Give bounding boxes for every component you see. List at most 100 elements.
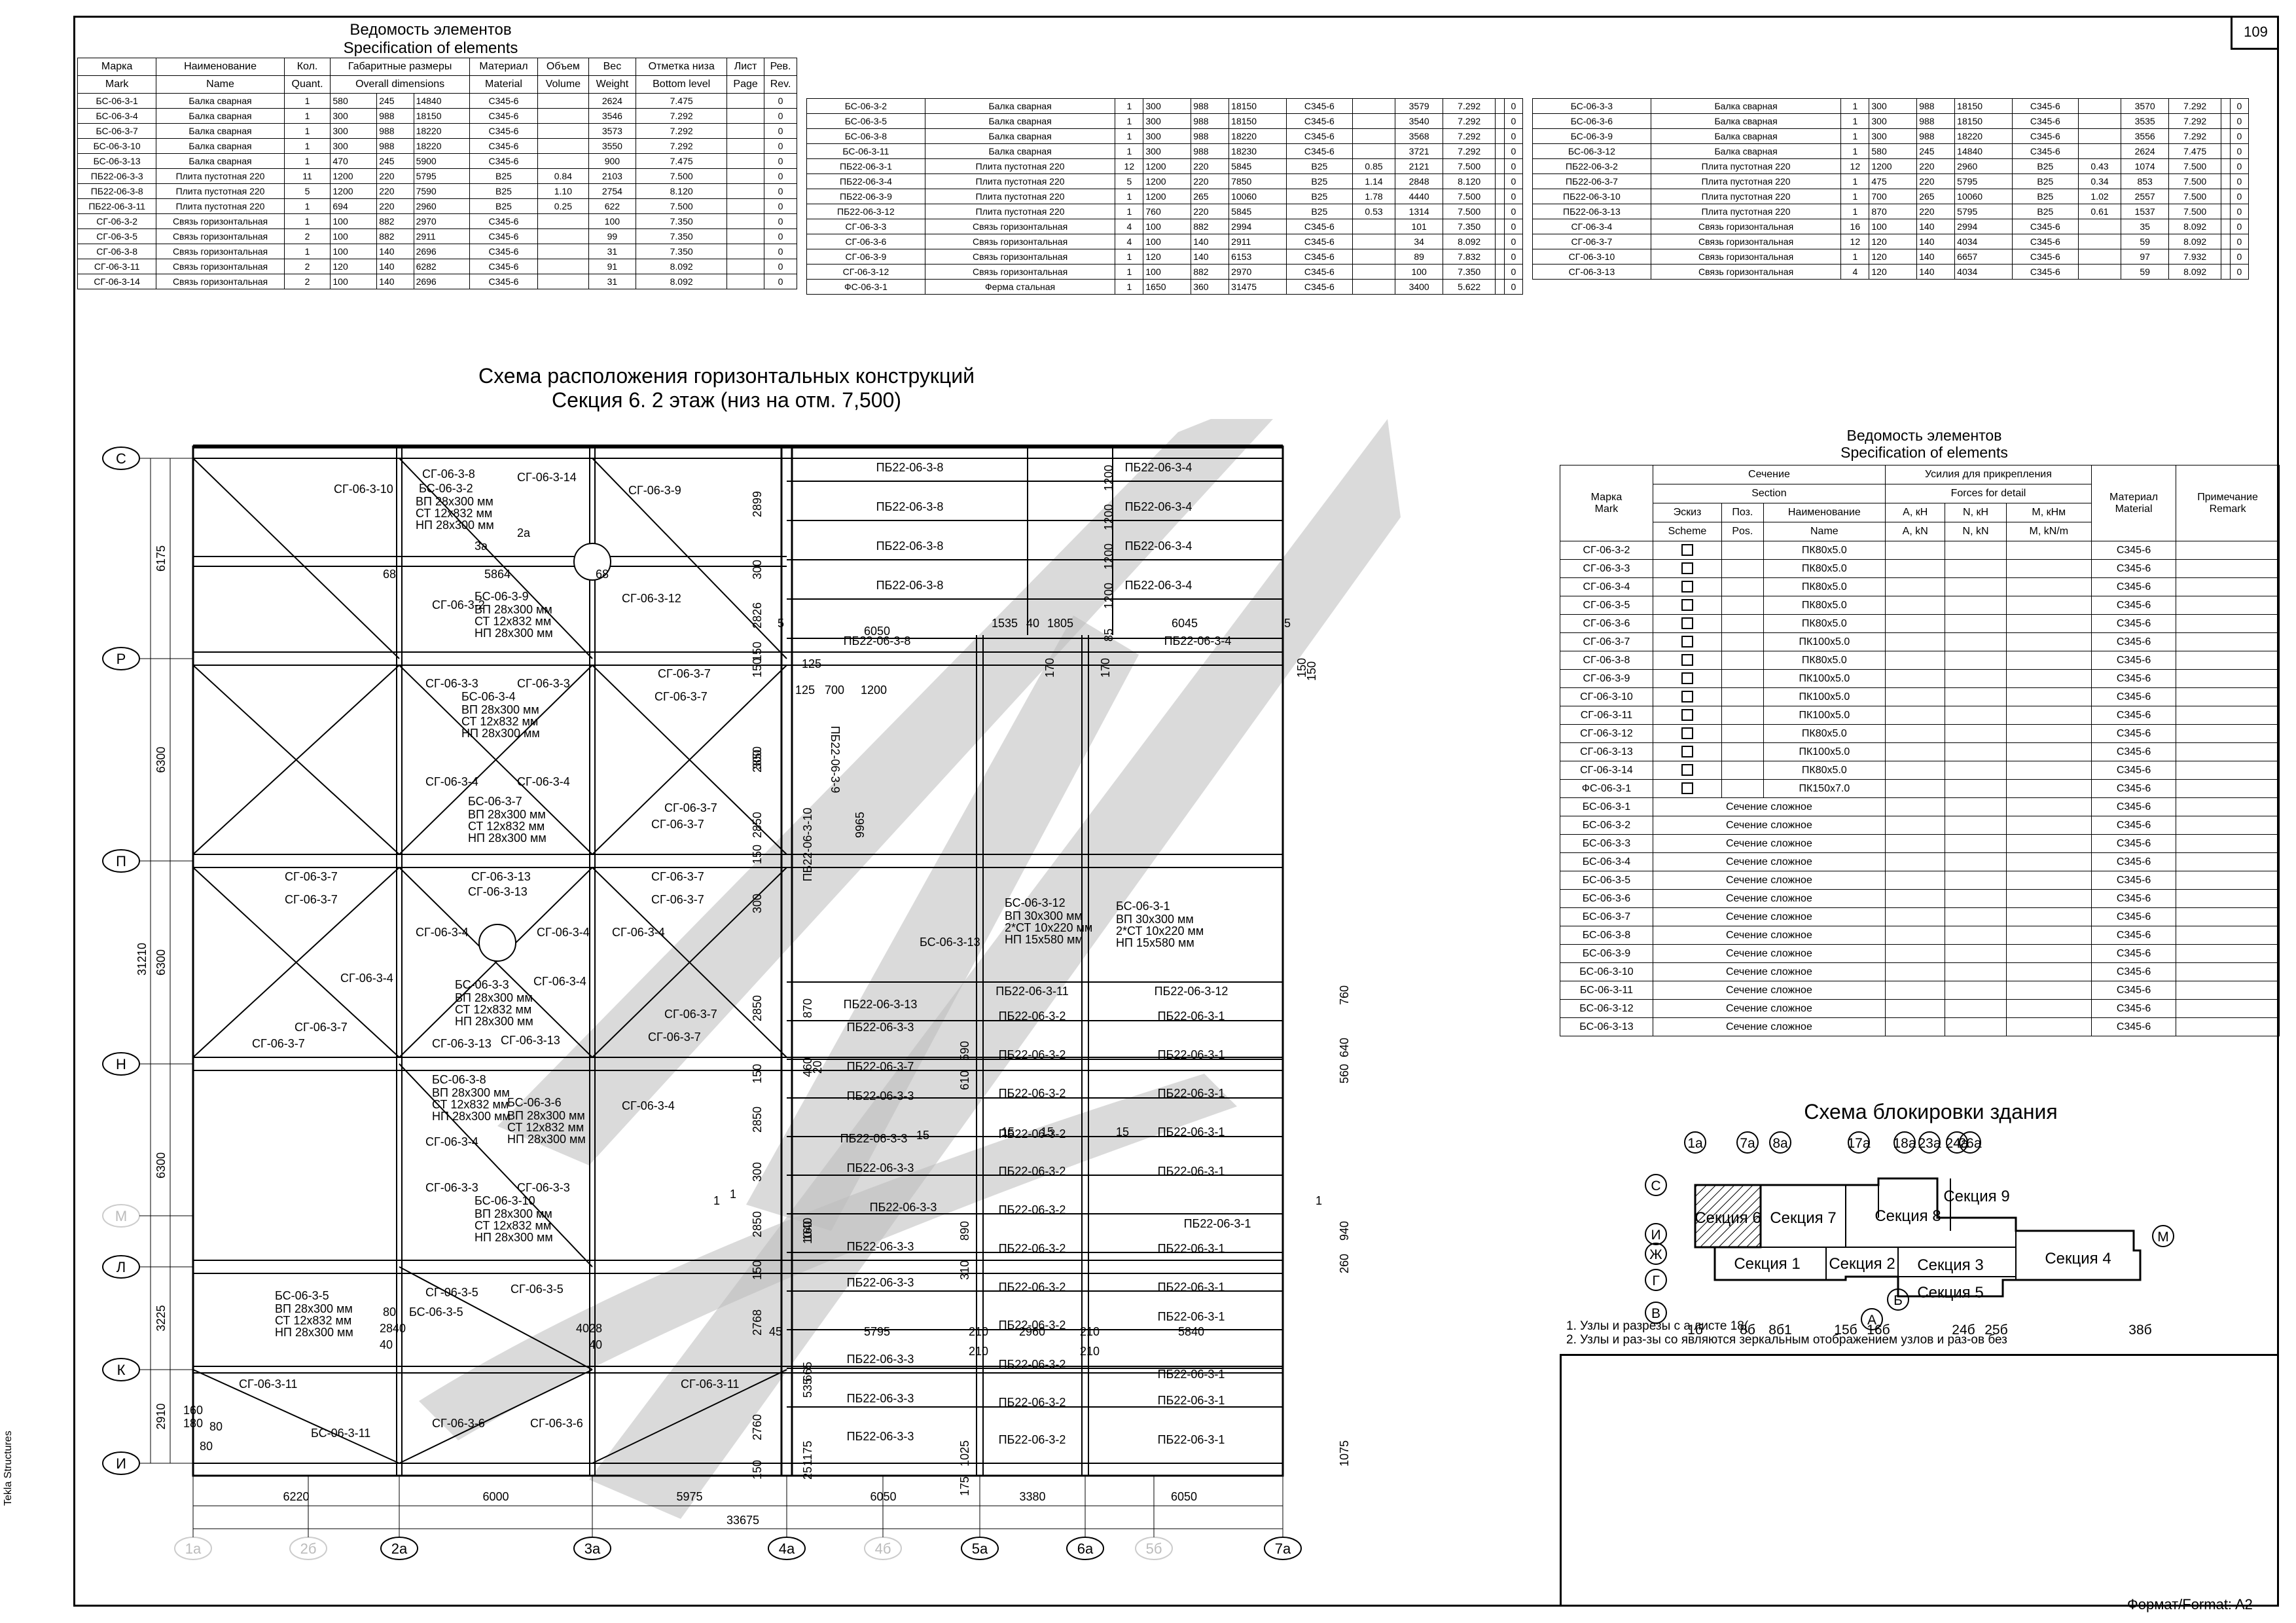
vdim-label: 150 [751,642,764,661]
h-pos-ru: Поз. [1721,503,1764,522]
table-cell: 0 [764,259,797,274]
table-cell: Связь горизонтальная [924,264,1116,280]
spec1-header-0-0: Марка [77,58,157,76]
table-cell: С345-6 [469,153,539,169]
table-cell: 300 [330,138,378,154]
table-cell: 3568 [1395,128,1444,144]
section-label: Секция 1 [1734,1255,1800,1273]
table-cell [1495,204,1505,219]
table-cell: 0 [764,198,797,214]
table-cell [1884,907,1946,926]
table-cell [1352,234,1396,249]
h-scheme-ru: Эскиз [1652,503,1723,522]
table-cell [2005,816,2092,835]
blocking-label: 1а [1687,1136,1703,1151]
table-cell [2005,834,2092,853]
table-cell: С345-6 [2090,1017,2177,1036]
table-cell [1495,264,1505,280]
plan-label: ВП 28х300 мм [468,808,546,821]
table-cell: 59 [2121,264,2170,280]
table-cell [2176,614,2280,633]
vdim-label: 2760 [751,1414,764,1440]
table-cell [2005,1017,2092,1036]
table-cell [726,93,765,109]
table-cell: Связь горизонтальная [924,249,1116,264]
slab-label: ПБ22-06-3-3 [847,1353,914,1366]
table-cell [1495,143,1505,159]
plan-label: НП 28х300 мм [475,1231,553,1244]
plan-label: СГ-06-3-4 [340,972,393,985]
blocking-label: 8а [1772,1136,1788,1151]
brace-line [399,1369,593,1464]
table-cell: B25 [469,183,539,199]
table-cell: 7.500 [636,198,728,214]
table-cell: 265 [1191,189,1230,204]
table-cell: Плита пустотная 220 [924,204,1116,219]
table-cell: ПБ22-06-3-12 [806,204,925,219]
table-cell: 1 [1840,189,1870,204]
plan-label: НП 15х580 мм [1005,933,1083,946]
vdim-label: 1025 [958,1440,971,1467]
table-cell: БС-06-3-2 [806,98,925,114]
table-cell [2005,944,2092,963]
table-cell [1495,249,1505,264]
table-cell: 8.092 [636,259,728,274]
slab-label: ПБ22-06-3-1 [1158,1087,1225,1100]
brace-line [192,867,400,1058]
table-cell: 140 [1916,234,1956,249]
table-cell [2176,761,2280,780]
blocking-label: 1б [1687,1322,1703,1338]
table-cell [2005,669,2092,688]
node-3a-circle [478,924,516,962]
plan-label: 40 [1026,617,1039,630]
table-cell [2221,204,2231,219]
table-cell: B25 [1285,158,1353,174]
blocking-label: 15б [1834,1322,1857,1338]
table-cell: 220 [1191,204,1230,219]
table-cell: Сечение сложное [1652,889,1886,908]
table-cell: B25 [469,198,539,214]
table-cell: СГ-06-3-6 [1560,614,1653,633]
table-cell: С345-6 [2090,706,2177,725]
table-cell: 10060 [1954,189,2013,204]
table-cell [2005,687,2092,706]
vdim-label: 150 [751,845,764,864]
table-cell: С345-6 [1285,98,1353,114]
plan-label: СГ-06-3-7 [651,870,704,883]
row-axis-label: Р [117,651,126,667]
table-cell: 1 [1115,249,1144,264]
plan-label: 125 [795,684,815,697]
table-cell: Связь горизонтальная [156,274,285,289]
table-cell [2221,128,2231,144]
vdim-label: 560 [1338,1064,1351,1084]
table-cell: ПК100х5.0 [1763,742,1886,761]
table-cell: ПК80х5.0 [1763,577,1886,596]
table-cell: С345-6 [2090,981,2177,1000]
table-cell: 1 [283,198,331,214]
blocking-label: 7а [1740,1136,1755,1151]
vdim-label: 1200 [1102,543,1115,570]
vdim-label: 175 [958,1476,971,1496]
table-cell: 91 [588,259,637,274]
table-cell: С345-6 [469,228,539,244]
brace-line [192,1369,400,1464]
h-name-ru: Наименование [1763,503,1886,522]
spec1-title: Ведомость элементов Specification of ele… [300,21,562,57]
spec1-header-1-1: Name [156,75,285,94]
table-cell [2005,541,2092,560]
table-cell [2221,219,2231,234]
table-cell [2005,742,2092,761]
